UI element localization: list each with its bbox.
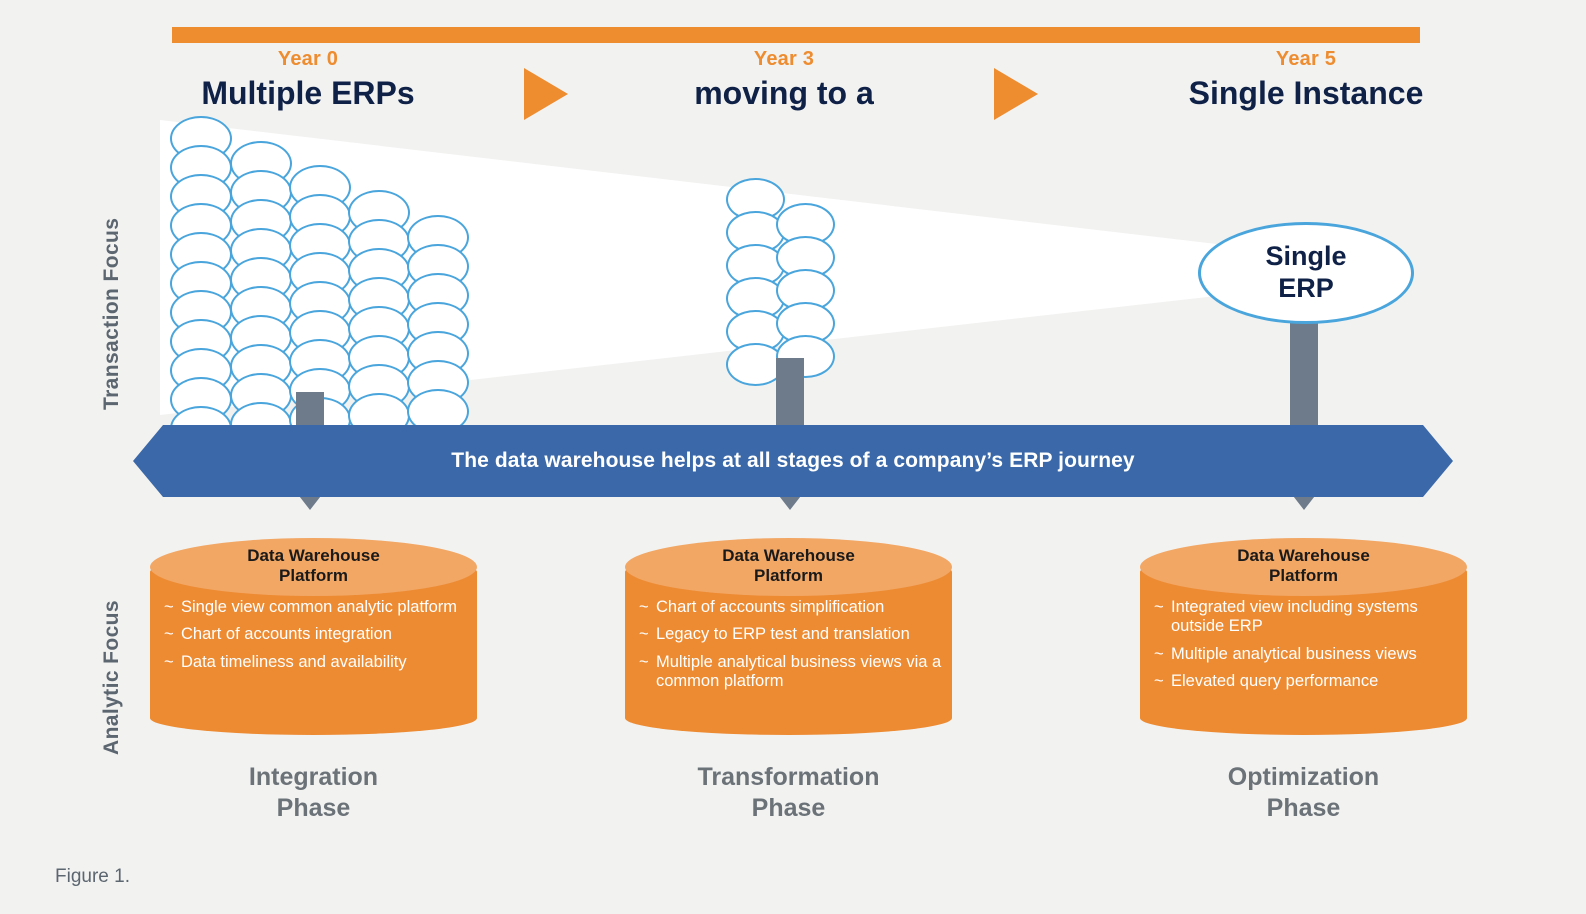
- bullet-marker-icon: ~: [164, 598, 174, 616]
- cylinder-title-line2-1: Platform: [754, 566, 823, 586]
- cylinder-top-0: [150, 538, 477, 596]
- cylinder-bullet-list-0: ~ Single view common analytic platform ~ Ch…: [164, 598, 469, 680]
- bullet-marker-icon: ~: [639, 652, 649, 671]
- erp-instance-ellipse: [776, 269, 835, 312]
- column-header-year-0: Year 0 Multiple ERPs: [128, 48, 488, 113]
- bullet-text: Chart of accounts integration: [181, 625, 392, 644]
- cylinder-bullet-list-1: ~ Chart of accounts simplification ~ Legacy…: [639, 598, 944, 700]
- year-label-0: Year 0: [277, 48, 339, 70]
- bullet-marker-icon: ~: [1154, 672, 1164, 691]
- cylinder-bullet-0-0: ~ Single view common analytic platform: [164, 598, 469, 617]
- cylinder-bullet-list-2: ~ Integrated view including systems outsi…: [1154, 598, 1459, 700]
- bullet-text: Data timeliness and availability: [181, 652, 407, 671]
- single-erp-oval: Single ERP: [1198, 222, 1414, 324]
- phase-label-2: Optimization Phase: [1140, 762, 1467, 825]
- data-warehouse-cylinder-0: Data Warehouse Platform ~ Single view com…: [150, 538, 477, 752]
- axis-label-analytic-focus: Analytic Focus: [100, 600, 123, 755]
- bullet-text: Integrated view including systems outsid…: [1171, 598, 1418, 636]
- cylinder-bullet-0-2: ~ Data timeliness and availability: [164, 653, 469, 672]
- stage-title-0: Multiple ERPs: [201, 75, 415, 111]
- bullet-marker-icon: ~: [164, 625, 174, 644]
- cylinder-content-1: Data Warehouse Platform ~ Chart of accoun…: [625, 538, 952, 752]
- phase-label-line1-2: Optimization: [1227, 763, 1380, 791]
- figure-caption: Figure 1.: [55, 866, 130, 887]
- year-label-1: Year 3: [753, 48, 815, 70]
- cylinder-title-line2-2: Platform: [1269, 566, 1338, 586]
- bullet-marker-icon: ~: [639, 598, 649, 616]
- cylinder-title-0: Data Warehouse Platform: [150, 546, 477, 587]
- erp-instance-ellipse: [776, 236, 835, 279]
- cylinder-bullet-1-0: ~ Chart of accounts simplification: [639, 598, 944, 617]
- cylinder-title-line1-1: Data Warehouse: [722, 546, 855, 565]
- phase-label-line2-0: Phase: [276, 794, 351, 823]
- data-warehouse-cylinder-1: Data Warehouse Platform ~ Chart of accoun…: [625, 538, 952, 752]
- phase-label-1: Transformation Phase: [625, 762, 952, 825]
- cylinder-title-line1-0: Data Warehouse: [247, 546, 380, 565]
- bullet-text: Multiple analytical business views via a…: [656, 652, 942, 691]
- single-erp-line-1: Single: [1265, 241, 1347, 272]
- cylinder-bullet-1-1: ~ Legacy to ERP test and translation: [639, 625, 944, 644]
- play-triangle-icon-1: [524, 68, 568, 120]
- cylinder-title-line2-0: Platform: [279, 566, 348, 586]
- cylinder-bullet-2-1: ~ Multiple analytical business views: [1154, 645, 1459, 664]
- bullet-text: Multiple analytical business views: [1171, 644, 1417, 663]
- year-label-2: Year 5: [1275, 48, 1337, 70]
- data-warehouse-banner: [133, 425, 1453, 497]
- bullet-text: Elevated query performance: [1171, 672, 1379, 691]
- phase-label-line1-0: Integration: [248, 763, 379, 791]
- play-triangle-icon-2: [994, 68, 1038, 120]
- phase-label-0: Integration Phase: [150, 762, 477, 825]
- stage-title-2: Single Instance: [1188, 75, 1424, 111]
- cylinder-bullet-2-2: ~ Elevated query performance: [1154, 672, 1459, 691]
- cylinder-content-0: Data Warehouse Platform ~ Single view com…: [150, 538, 477, 752]
- cylinder-bullet-1-2: ~ Multiple analytical business views via …: [639, 653, 944, 692]
- phase-label-line2-1: Phase: [751, 794, 826, 823]
- bullet-text: Single view common analytic platform: [181, 598, 458, 616]
- cylinder-title-2: Data Warehouse Platform: [1140, 546, 1467, 587]
- bullet-text: Chart of accounts simplification: [656, 598, 885, 616]
- cylinder-bullet-0-1: ~ Chart of accounts integration: [164, 625, 469, 644]
- bullet-marker-icon: ~: [164, 652, 174, 671]
- data-warehouse-cylinder-2: Data Warehouse Platform ~ Integrated view…: [1140, 538, 1467, 752]
- column-header-year-5: Year 5 Single Instance: [1126, 48, 1486, 113]
- cylinder-top-1: [625, 538, 952, 596]
- phase-label-line2-2: Phase: [1266, 794, 1341, 823]
- bullet-marker-icon: ~: [1154, 644, 1164, 663]
- axis-label-transaction-focus: Transaction Focus: [100, 217, 123, 410]
- stage-title-1: moving to a: [694, 75, 874, 111]
- single-erp-line-2: ERP: [1278, 273, 1334, 303]
- phase-label-line1-1: Transformation: [697, 763, 880, 791]
- cylinder-bullet-2-0: ~ Integrated view including systems outsi…: [1154, 598, 1459, 637]
- cylinder-top-2: [1140, 538, 1467, 596]
- cylinder-content-2: Data Warehouse Platform ~ Integrated view…: [1140, 538, 1467, 752]
- cylinder-title-line1-2: Data Warehouse: [1237, 546, 1370, 565]
- bullet-marker-icon: ~: [639, 625, 649, 644]
- bullet-marker-icon: ~: [1154, 598, 1164, 616]
- top-orange-bar: [172, 27, 1420, 43]
- cylinder-title-1: Data Warehouse Platform: [625, 546, 952, 587]
- column-header-year-3: Year 3 moving to a: [604, 48, 964, 113]
- bullet-text: Legacy to ERP test and translation: [656, 625, 910, 644]
- erp-instance-ellipse: [726, 343, 785, 386]
